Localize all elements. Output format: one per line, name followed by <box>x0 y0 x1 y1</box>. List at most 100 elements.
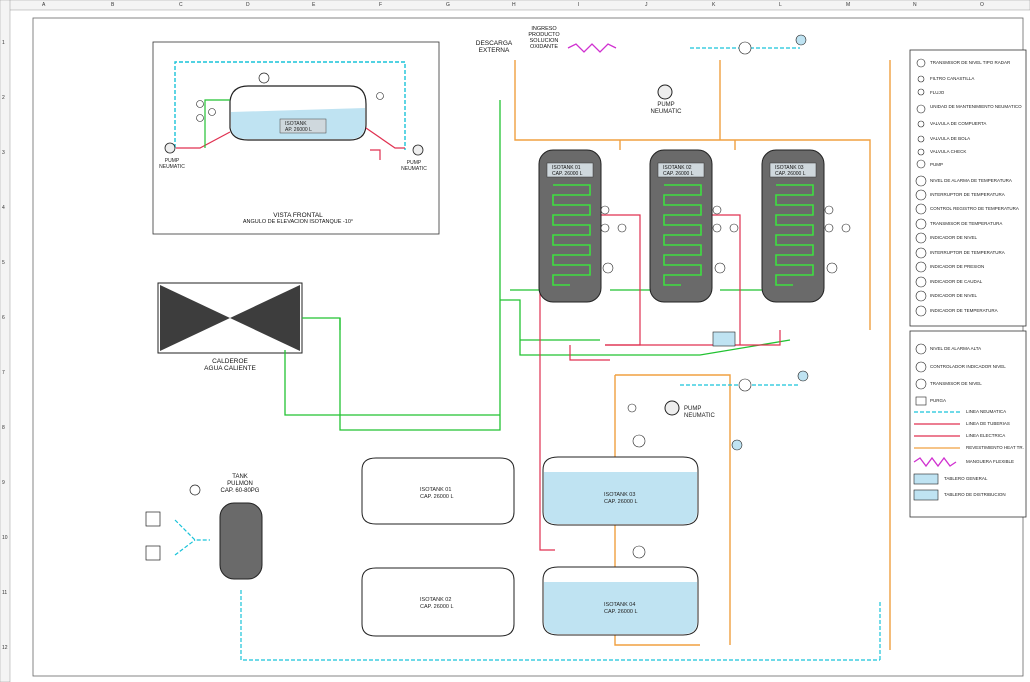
front-view-title-line1: VISTA FRONTAL <box>273 212 323 219</box>
col-mark: L <box>779 2 782 8</box>
col-mark: C <box>179 2 183 8</box>
pump-top-label: PUMP NEUMATIC <box>650 102 682 115</box>
hot-water-lines <box>284 100 791 431</box>
legend-item: FILTRO CANASTILLA <box>930 76 975 81</box>
legend-item: REVESTIMIENTO HEAT TR. <box>966 445 1024 450</box>
row-mark: 1 <box>2 40 5 46</box>
legend-item: VALVULA DE BOLA <box>930 136 971 141</box>
front-view-title: VISTA FRONTAL ANGULO DE ELEVACION ISOTAN… <box>238 212 358 226</box>
pump-top-symbol <box>657 84 673 100</box>
legend-item: INDICADOR DE CAUDAL <box>930 279 983 284</box>
legend-item: TRANSMISOR DE TEMPERATURA <box>930 221 1003 226</box>
front-tank-label: ISOTANK <box>285 121 307 127</box>
row-mark: 12 <box>2 645 8 651</box>
pulmon-line1: TANK <box>232 474 248 480</box>
row-mark: 5 <box>2 260 5 266</box>
reactor-2-name: ISOTANK 02 <box>663 165 692 171</box>
legend-item: PURGA <box>930 398 947 403</box>
col-mark: G <box>446 2 450 8</box>
boiler-label: CALDEROE AGUA CALIENTE <box>195 358 265 372</box>
legend-item: CONTROLADOR INDICADOR NIVEL <box>930 364 1006 369</box>
descarga-externa-label: DESCARGA EXTERNA <box>474 40 514 54</box>
ingreso-producto-label: INGRESO PRODUCTO SOLUCION OXIDANTE <box>524 26 564 50</box>
front-left-pump-label: PUMP NEUMATIC <box>159 158 185 170</box>
reactor-2-cap: CAP. 26000 L <box>663 171 694 177</box>
reactor-3-cap: CAP. 26000 L <box>775 171 806 177</box>
ingreso-line2: PRODUCTO <box>528 32 560 38</box>
col-mark: A <box>42 2 46 8</box>
mid-pump-label: PUMP NEUMATIC <box>684 406 715 419</box>
col-mark: I <box>578 2 580 8</box>
htank-3-cap: CAP. 26000 L <box>604 499 638 505</box>
row-mark: 8 <box>2 425 5 431</box>
distribution-panel <box>712 331 736 347</box>
legend-item: INTERRUPTOR DE TEMPERATURA <box>930 250 1005 255</box>
legend-item: INDICADOR DE TEMPERATURA <box>930 308 998 313</box>
front-tank-cap: AP. 26000 L <box>285 127 312 133</box>
htank-1-name: ISOTANK 01 <box>420 487 452 493</box>
col-mark: J <box>645 2 648 8</box>
row-mark: 6 <box>2 315 5 321</box>
htank-3-name: ISOTANK 03 <box>604 492 636 498</box>
boiler-block <box>157 282 341 354</box>
htank-4-cap: CAP. 26000 L <box>604 609 638 615</box>
legend-item: INDICADOR DE PRESION <box>930 264 985 269</box>
boiler-line1: CALDEROE <box>212 358 248 365</box>
col-mark: D <box>246 2 250 8</box>
htank-4-name: ISOTANK 04 <box>604 602 636 608</box>
legend-item: TABLERO DE DISTRIBUCION <box>944 492 1006 497</box>
ingreso-line1: INGRESO <box>531 26 557 32</box>
htank-2-name: ISOTANK 02 <box>420 597 452 603</box>
descarga-line2: EXTERNA <box>478 47 510 54</box>
flexible-hose <box>567 43 617 53</box>
reactor-1-cap: CAP. 26000 L <box>552 171 583 177</box>
pulmon-line3: CAP. 60-80PG <box>220 488 260 494</box>
legend-box-1 <box>909 49 1027 327</box>
row-mark: 7 <box>2 370 5 376</box>
front-view-title-line2: ANGULO DE ELEVACION ISOTANQUE -10° <box>242 219 354 225</box>
legend-item: FLUJO <box>930 90 945 95</box>
ingreso-line4: OXIDANTE <box>529 44 559 50</box>
row-mark: 10 <box>2 535 8 541</box>
pulmon-tank <box>145 484 263 580</box>
legend-item: CONTROL REGISTRO DE TEMPERATURA <box>930 206 1019 211</box>
boiler-line2: AGUA CALIENTE <box>204 365 256 372</box>
col-mark: K <box>712 2 716 8</box>
legend-item: NIVEL DE ALARMA ALTA <box>930 346 982 351</box>
ingreso-line3: SOLUCION <box>529 38 559 44</box>
legend-item: TRANSMISOR DE NIVEL TIPO RADAR <box>930 60 1011 65</box>
legend-item: INDICADOR DE NIVEL <box>930 235 978 240</box>
pulmon-line2: PULMON <box>227 481 253 487</box>
front-right-pump-label: PUMP NEUMATIC <box>401 160 427 172</box>
row-mark: 2 <box>2 95 5 101</box>
front-view-panel <box>152 41 440 235</box>
row-mark: 9 <box>2 480 5 486</box>
descarga-line1: DESCARGA <box>475 40 513 47</box>
legend-item: TRANSMISOR DE NIVEL <box>930 381 982 386</box>
legend-item: MANGUERA FLEXIBLE <box>966 459 1015 464</box>
htank-2-cap: CAP. 26000 L <box>420 604 454 610</box>
legend-item: UNIDAD DE MANTENIMIENTO NEUMATICO <box>930 104 1022 109</box>
horizontal-tanks <box>361 456 699 637</box>
instrument-symbols <box>600 34 851 559</box>
legend-item: NIVEL DE ALARMA DE TEMPERATURA <box>930 178 1012 183</box>
row-mark: 3 <box>2 150 5 156</box>
reactor-1-name: ISOTANK 01 <box>552 165 581 171</box>
legend-item: PUMP <box>930 162 944 167</box>
legend-item: VALVULA DE COMPUERTA <box>930 121 987 126</box>
pump-mid-symbol <box>664 400 680 416</box>
row-mark: 4 <box>2 205 5 211</box>
col-mark: N <box>913 2 917 8</box>
reactor-3-name: ISOTANK 03 <box>775 165 804 171</box>
legend-item: LINEA DE TUBERIAS <box>966 421 1010 426</box>
legend-item: INDICADOR DE NIVEL <box>930 293 978 298</box>
col-mark: O <box>980 2 984 8</box>
legend-item: VALVULA CHECK <box>930 149 967 154</box>
reactor-vessels <box>538 149 825 303</box>
legend-item: INTERRUPTOR DE TEMPERATURA <box>930 192 1005 197</box>
col-mark: B <box>111 2 115 8</box>
legend-item: LINEA ELECTRICA <box>966 433 1006 438</box>
col-mark: M <box>846 2 851 8</box>
col-mark: H <box>512 2 516 8</box>
htank-1-cap: CAP. 26000 L <box>420 494 454 500</box>
